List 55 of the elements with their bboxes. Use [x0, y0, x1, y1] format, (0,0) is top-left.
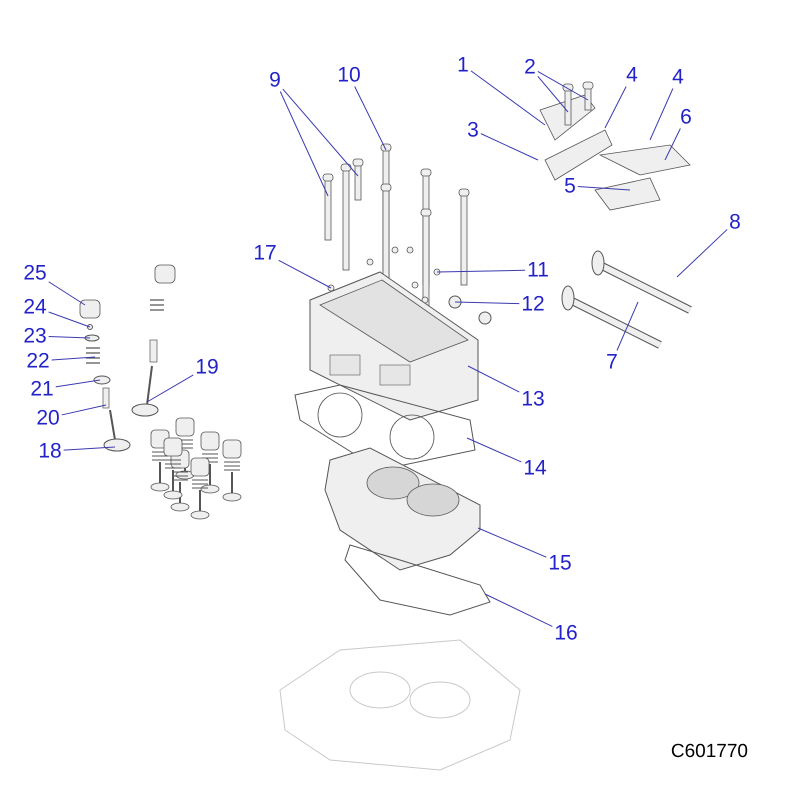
callout-number: 6: [680, 106, 692, 128]
leader-line: [55, 380, 100, 388]
leader-line: [454, 302, 520, 304]
callout-number: 18: [38, 440, 62, 462]
leader-line: [436, 270, 526, 272]
leader-line: [282, 88, 358, 176]
callout-number: 9: [269, 70, 281, 90]
callout-number: 23: [23, 326, 47, 346]
leader-line: [146, 374, 194, 402]
callout-number: 17: [253, 242, 277, 264]
callout-number: 21: [30, 378, 54, 400]
leader-line: [468, 366, 520, 393]
leader-line: [48, 311, 90, 328]
leader-line: [63, 446, 116, 451]
callout-number: 25: [23, 262, 47, 284]
leader-line: [676, 228, 728, 278]
callout-number: 4: [626, 64, 638, 86]
callout-number: 22: [26, 350, 50, 372]
callout-number: 5: [564, 176, 576, 196]
callout-number: 2: [524, 56, 536, 78]
callout-number: 11: [527, 260, 549, 280]
leader-line: [480, 133, 538, 160]
leader-line: [61, 404, 106, 416]
callout-number: 3: [467, 120, 479, 140]
leader-line: [48, 336, 90, 338]
callout-number: 8: [729, 212, 741, 232]
callout-number: 10: [337, 64, 361, 86]
callout-number: 24: [23, 296, 47, 318]
leader-line: [280, 91, 328, 196]
leader-line: [278, 260, 332, 288]
leader-line: [354, 86, 386, 150]
leader-line: [478, 528, 547, 558]
leader-line: [537, 76, 568, 112]
leader-line: [484, 594, 553, 627]
leader-line: [51, 356, 96, 361]
leader-line: [604, 86, 627, 128]
leader-line: [616, 302, 638, 351]
leader-line: [537, 70, 588, 100]
callout-number: 7: [606, 352, 618, 372]
leader-line: [650, 88, 674, 140]
callout-number: 12: [521, 294, 545, 314]
callout-number: 1: [457, 54, 469, 76]
callout-number: 13: [521, 388, 545, 410]
callout-number: 16: [554, 622, 578, 644]
callout-number: 14: [523, 458, 547, 478]
callout-number: 20: [36, 408, 60, 428]
drawing-number: C601770: [670, 740, 748, 764]
leader-line: [664, 128, 681, 160]
leader-line: [470, 70, 546, 126]
leader-line: [48, 281, 86, 306]
callout-number: 4: [672, 66, 684, 88]
callout-number: 19: [195, 356, 219, 378]
callout-number: 15: [548, 552, 572, 574]
leader-line: [577, 186, 630, 190]
leader-line: [466, 438, 522, 462]
